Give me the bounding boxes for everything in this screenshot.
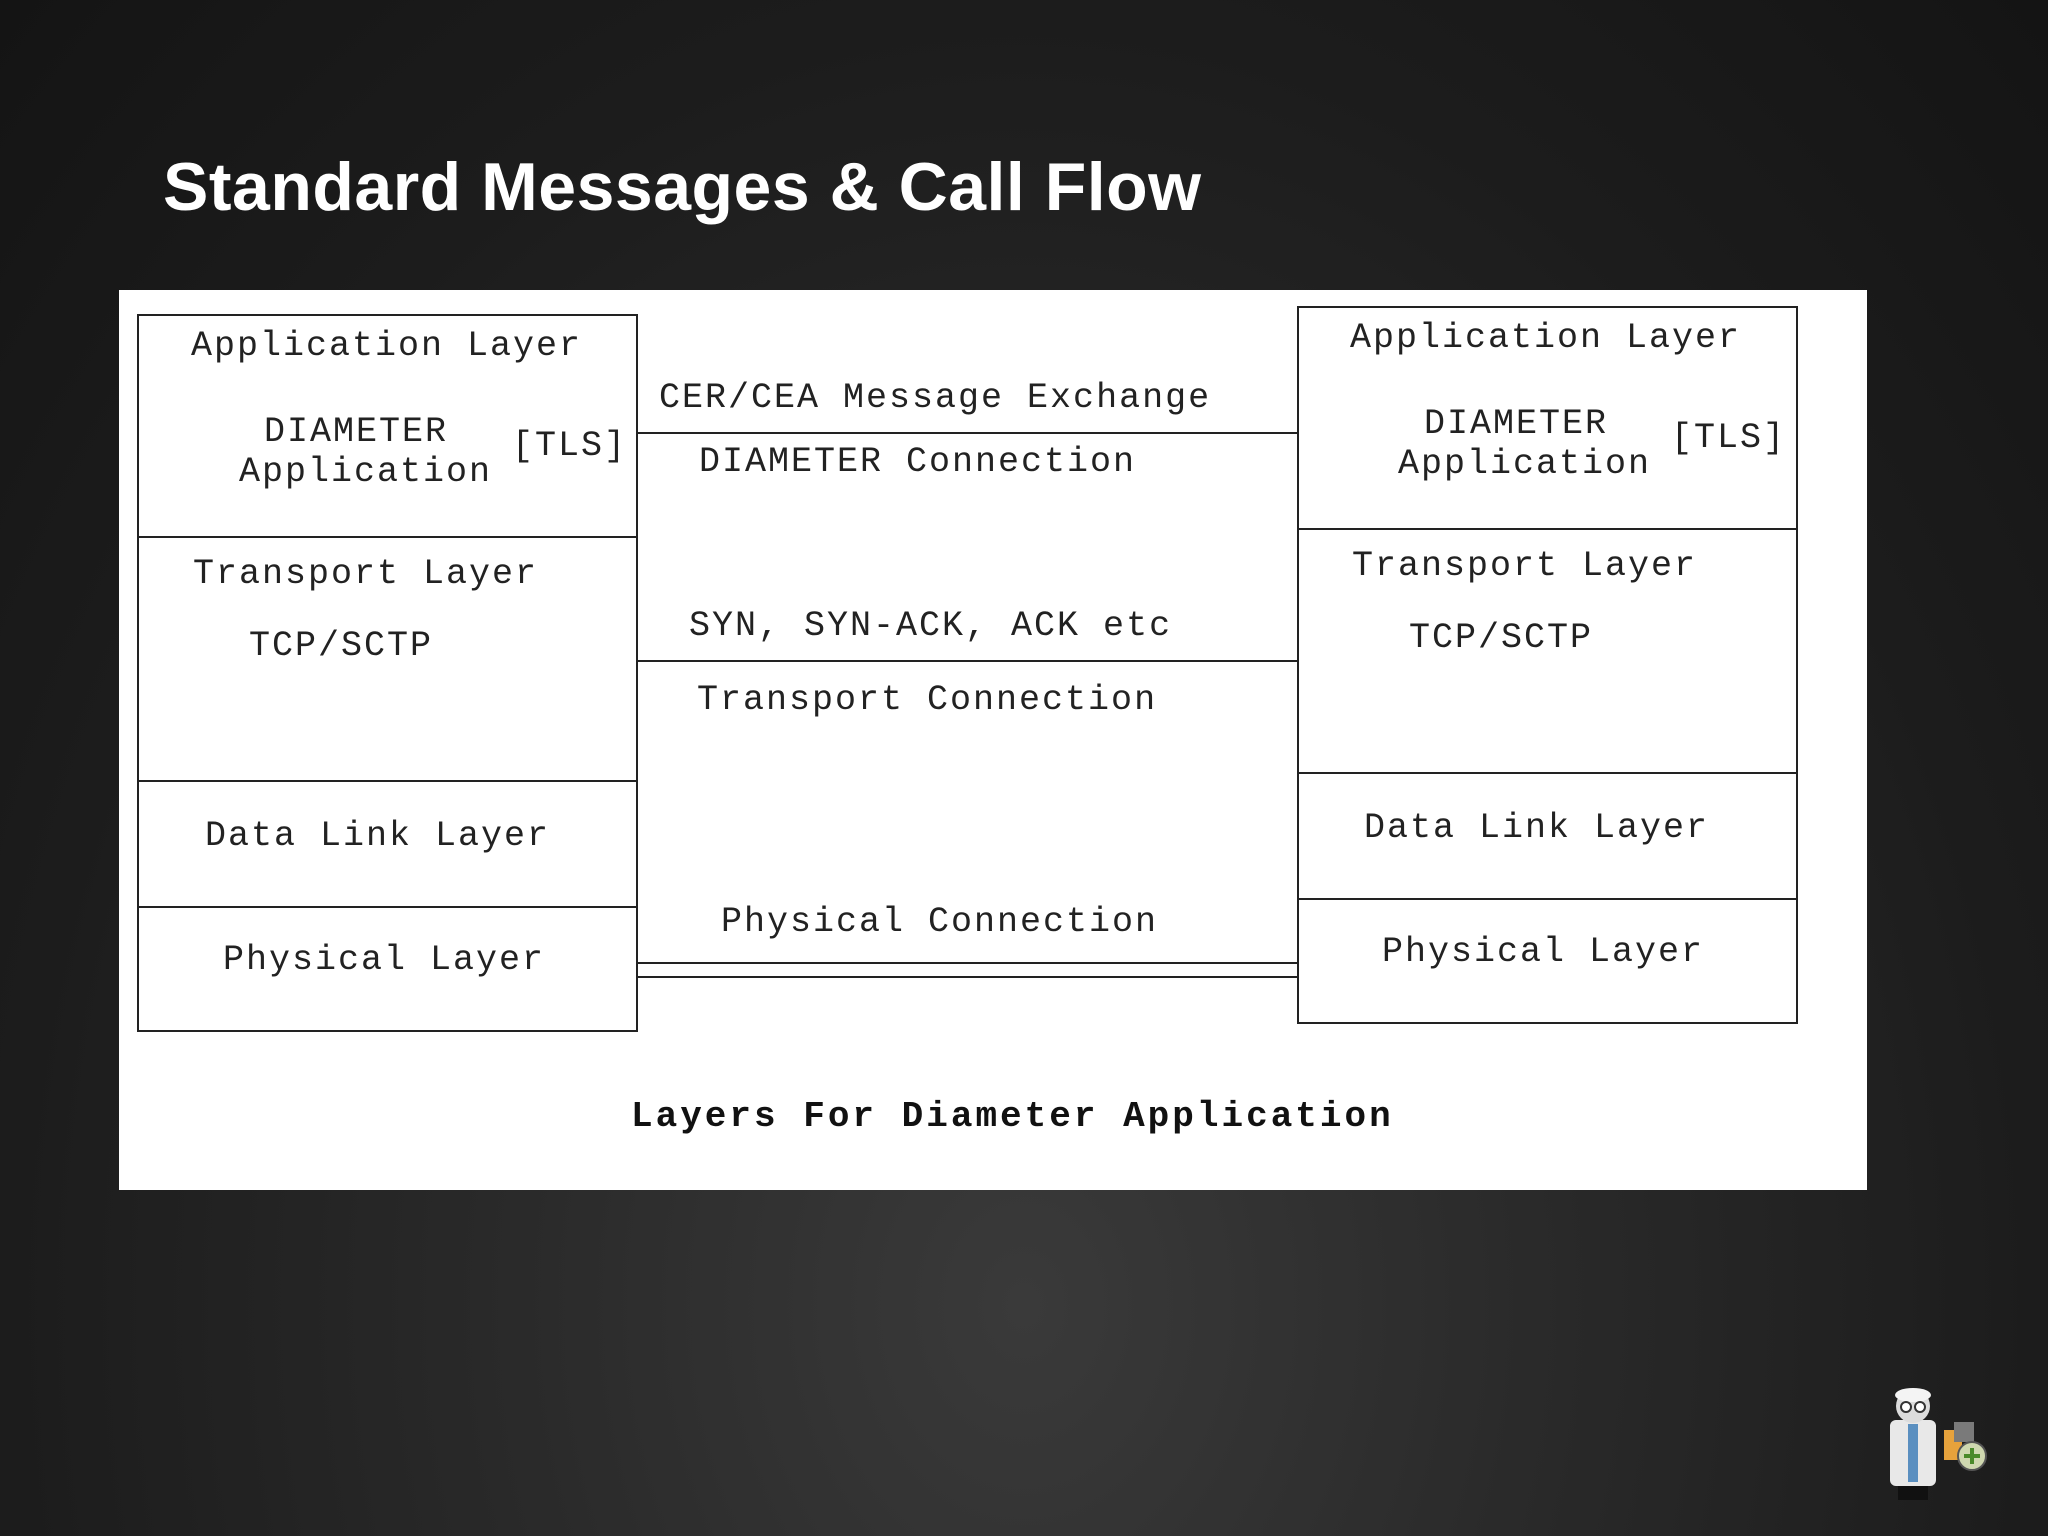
diameter-connection-line [638, 432, 1298, 434]
left-diameter-label: DIAMETER [264, 412, 449, 452]
left-tls-label: [TLS] [512, 426, 628, 466]
left-physical-layer-box [137, 906, 638, 1032]
physical-connection-line-bottom [638, 976, 1298, 978]
syn-ack-label: SYN, SYN-ACK, ACK etc [689, 606, 1173, 646]
transport-connection-label: Transport Connection [697, 680, 1158, 720]
right-tcp-sctp-label: TCP/SCTP [1409, 618, 1594, 658]
cer-cea-exchange-label: CER/CEA Message Exchange [659, 378, 1212, 418]
transport-connection-line [638, 660, 1298, 662]
left-transport-layer-box [137, 536, 638, 782]
left-application-label: Application [239, 452, 493, 492]
right-application-layer-label: Application Layer [1350, 318, 1742, 358]
left-transport-layer-label: Transport Layer [193, 554, 539, 594]
right-transport-layer-label: Transport Layer [1352, 546, 1698, 586]
slide-title: Standard Messages & Call Flow [163, 149, 1202, 225]
right-application-label: Application [1398, 444, 1652, 484]
left-tcp-sctp-label: TCP/SCTP [249, 626, 434, 666]
physical-connection-line-top [638, 962, 1298, 964]
right-physical-layer-label: Physical Layer [1382, 932, 1705, 972]
diameter-connection-label: DIAMETER Connection [699, 442, 1137, 482]
left-data-link-layer-label: Data Link Layer [205, 816, 551, 856]
right-data-link-layer-label: Data Link Layer [1364, 808, 1710, 848]
mascot-logo-icon [1884, 1386, 1994, 1502]
right-tls-label: [TLS] [1671, 418, 1787, 458]
diagram-panel: Application Layer DIAMETER Application [… [119, 290, 1867, 1190]
left-application-layer-box [137, 314, 638, 538]
physical-connection-label: Physical Connection [721, 902, 1159, 942]
right-diameter-label: DIAMETER [1424, 404, 1609, 444]
left-application-layer-label: Application Layer [191, 326, 583, 366]
diagram-caption: Layers For Diameter Application [631, 1096, 1394, 1137]
left-physical-layer-label: Physical Layer [223, 940, 546, 980]
right-transport-layer-box [1297, 528, 1798, 774]
right-physical-layer-box [1297, 898, 1798, 1024]
